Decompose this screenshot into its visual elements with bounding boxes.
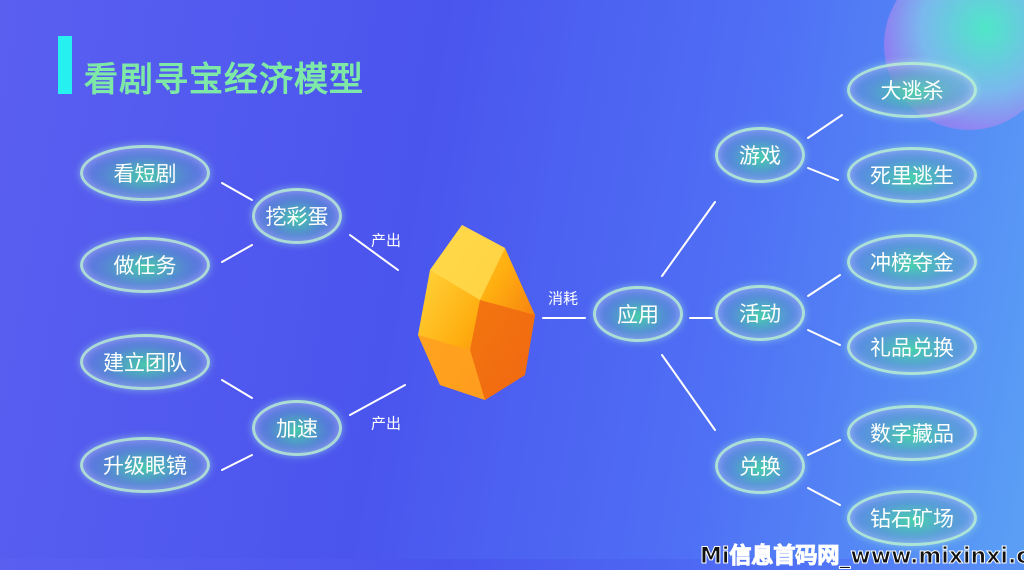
edge-label-produce: 产出	[370, 231, 402, 250]
connector	[661, 354, 716, 431]
connector	[221, 454, 253, 471]
node-diamond-mine: 钻石矿场	[847, 490, 977, 546]
node-build-team: 建立团队	[80, 334, 210, 390]
connector	[807, 329, 841, 346]
node-digital-collectibles: 数字藏品	[847, 405, 977, 461]
connector	[349, 234, 399, 271]
connector	[807, 439, 841, 456]
node-application: 应用	[593, 286, 683, 342]
connector	[807, 114, 843, 139]
node-watch-short-drama: 看短剧	[80, 145, 210, 201]
node-events: 活动	[715, 285, 805, 341]
gem-icon	[418, 225, 535, 400]
node-battle-royale: 大逃杀	[847, 62, 977, 118]
title-accent-bar	[58, 36, 72, 94]
node-speed-up: 加速	[252, 400, 342, 456]
connector	[661, 201, 716, 277]
node-dig-eggs: 挖彩蛋	[252, 188, 342, 244]
connector	[807, 487, 841, 506]
connector	[807, 167, 839, 181]
node-games: 游戏	[715, 127, 805, 183]
page-title: 看剧寻宝经济模型	[84, 60, 364, 100]
watermark: Mi信息首码网_www.mixinxi.com	[699, 544, 1024, 570]
connector	[221, 182, 253, 201]
edge-label-consume: 消耗	[547, 289, 579, 308]
connector	[221, 244, 253, 263]
edge-label-produce: 产出	[370, 414, 402, 433]
node-exchange: 兑换	[715, 438, 805, 494]
node-leaderboard: 冲榜夺金	[847, 234, 977, 290]
connector	[221, 379, 253, 399]
connector	[807, 274, 841, 297]
node-do-tasks: 做任务	[80, 237, 210, 293]
node-upgrade-glasses: 升级眼镜	[80, 437, 210, 493]
connector	[349, 384, 406, 416]
node-gift-exchange: 礼品兑换	[847, 319, 977, 375]
node-narrow-escape: 死里逃生	[847, 147, 977, 203]
